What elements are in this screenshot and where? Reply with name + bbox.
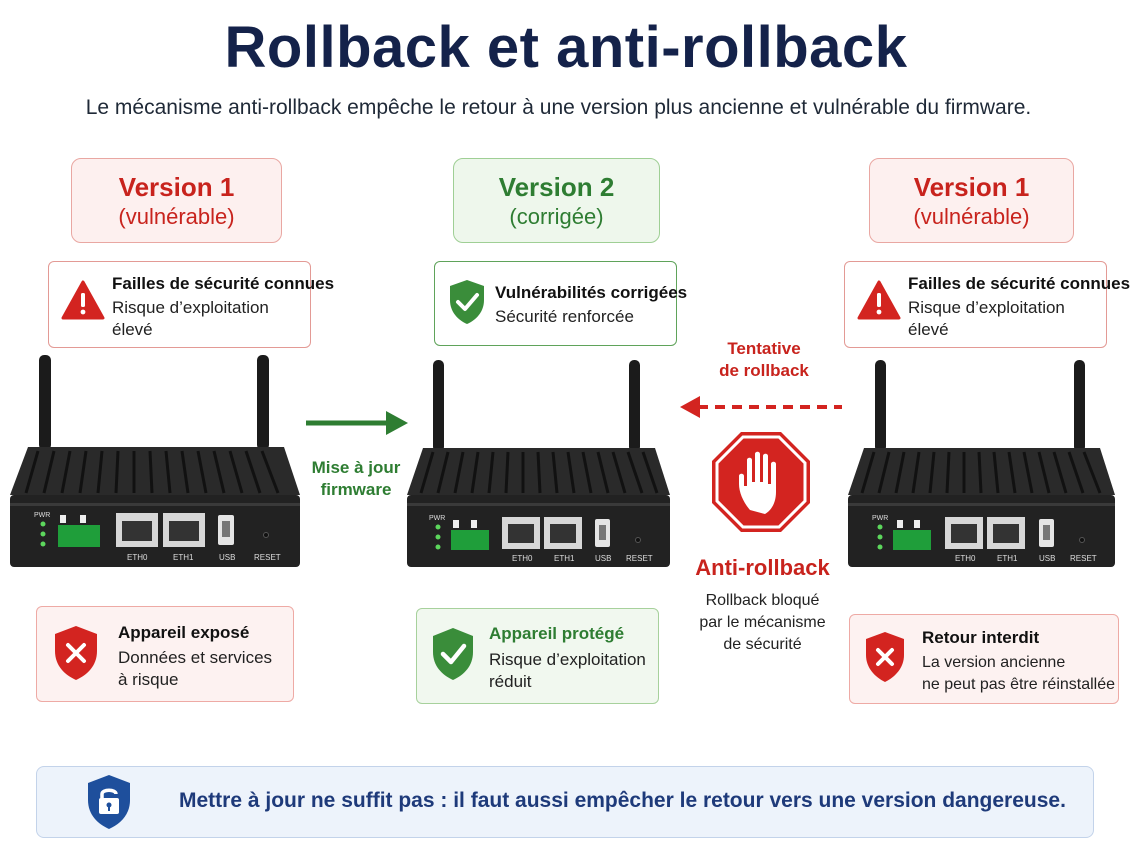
page-subtitle: Le mécanisme anti-rollback empêche le re…: [85, 96, 1032, 119]
reset-label: RESET: [254, 553, 281, 562]
eth1-label: ETH1: [997, 554, 1018, 563]
rollback-label-line-1: Tentative: [727, 339, 801, 358]
eth0-label: ETH0: [955, 554, 976, 563]
info-line-1: Sécurité renforcée: [495, 307, 634, 326]
info-line-1: Risque d’exploitation: [112, 298, 269, 317]
info-box-left: Failles de sécurité connues Risque d’exp…: [48, 261, 334, 348]
router-device-left: PWR ETH0 ETH1 USB RESET: [10, 355, 300, 567]
result-line-2: ne peut pas être réinstallée: [922, 676, 1116, 693]
usb-label: USB: [219, 553, 235, 562]
pwr-label: PWR: [872, 515, 888, 522]
pwr-label: PWR: [429, 515, 445, 522]
reset-label: RESET: [1070, 554, 1097, 563]
shield-x-icon: [866, 632, 904, 682]
update-arrow-label: Mise à jour firmware: [300, 457, 412, 501]
page-title: Rollback et anti-rollback: [224, 15, 908, 80]
reset-label: RESET: [626, 554, 653, 563]
antenna-left: [875, 360, 886, 452]
version-note: (vulnérable): [913, 204, 1030, 229]
result-title: Appareil exposé: [118, 623, 250, 642]
update-label-line-2: firmware: [320, 480, 392, 499]
result-line-2: à risque: [118, 670, 179, 689]
version-box-right: Version 1 (vulnérable): [869, 158, 1074, 243]
info-title: Failles de sécurité connues: [112, 274, 335, 293]
info-title: Vulnérabilités corrigées: [495, 283, 688, 302]
usb-label: USB: [595, 554, 611, 563]
version-note: (corrigée): [509, 204, 604, 229]
antenna-right: [257, 355, 269, 450]
anti-rollback-description: Rollback bloqué par le mécanisme de sécu…: [680, 590, 845, 656]
update-arrow: [306, 411, 408, 435]
usb-label: USB: [1039, 554, 1055, 563]
antenna-left: [39, 355, 51, 450]
shield-check-icon: [433, 628, 473, 680]
version-label: Version 1: [118, 172, 235, 202]
warning-triangle-icon: [61, 280, 105, 320]
version-note: (vulnérable): [118, 204, 235, 229]
stop-hand-icon: [712, 432, 810, 532]
info-line-2: élevé: [112, 320, 153, 339]
result-line-1: La version ancienne: [922, 654, 1066, 671]
info-box-center: Vulnérabilités corrigées Sécurité renfor…: [434, 261, 687, 346]
router-device-center: PWR ETH0 ETH1 USB RESET: [407, 360, 670, 567]
eth0-label: ETH0: [512, 554, 533, 563]
anti-rollback-title: Anti-rollback: [695, 555, 830, 580]
update-label-line-1: Mise à jour: [311, 458, 401, 477]
antenna-right: [1074, 360, 1085, 452]
info-box-right: Failles de sécurité connues Risque d’exp…: [844, 261, 1130, 348]
pwr-label: PWR: [34, 512, 50, 519]
result-line-1: Risque d’exploitation: [489, 650, 646, 669]
info-title: Failles de sécurité connues: [908, 274, 1131, 293]
info-line-2: élevé: [908, 320, 949, 339]
result-box-center: Appareil protégé Risque d’exploitation r…: [416, 608, 659, 704]
rollback-arrow: [680, 396, 842, 418]
rollback-label-line-2: de rollback: [719, 361, 809, 380]
eth1-label: ETH1: [173, 553, 194, 562]
warning-triangle-icon: [857, 280, 901, 320]
footer-text: Mettre à jour ne suffit pas : il faut au…: [179, 789, 1066, 812]
result-line-2: réduit: [489, 672, 532, 691]
result-box-right: Retour interdit La version ancienne ne p…: [849, 614, 1119, 704]
info-line-1: Risque d’exploitation: [908, 298, 1065, 317]
version-label: Version 1: [913, 172, 1030, 202]
result-title: Appareil protégé: [489, 624, 625, 643]
version-label: Version 2: [498, 172, 615, 202]
anti-rollback-line-1: Rollback bloqué: [705, 592, 820, 609]
anti-rollback-line-2: par le mécanisme: [699, 614, 826, 631]
version-box-left: Version 1 (vulnérable): [71, 158, 282, 243]
antenna-right: [629, 360, 640, 452]
eth0-label: ETH0: [127, 553, 148, 562]
version-box-center: Version 2 (corrigée): [453, 158, 660, 243]
result-line-1: Données et services: [118, 648, 273, 667]
rollback-arrow-label: Tentative de rollback: [700, 338, 828, 382]
footer-banner: Mettre à jour ne suffit pas : il faut au…: [36, 766, 1094, 838]
lock-shield-icon: [88, 775, 130, 829]
shield-x-icon: [55, 626, 97, 680]
eth1-label: ETH1: [554, 554, 575, 563]
shield-check-icon: [450, 280, 484, 324]
anti-rollback-line-3: de sécurité: [723, 636, 802, 653]
result-box-left: Appareil exposé Données et services à ri…: [36, 606, 294, 702]
result-title: Retour interdit: [922, 628, 1040, 647]
antenna-left: [433, 360, 444, 452]
router-device-right: PWR ETH0 ETH1 USB RESET: [848, 360, 1115, 567]
